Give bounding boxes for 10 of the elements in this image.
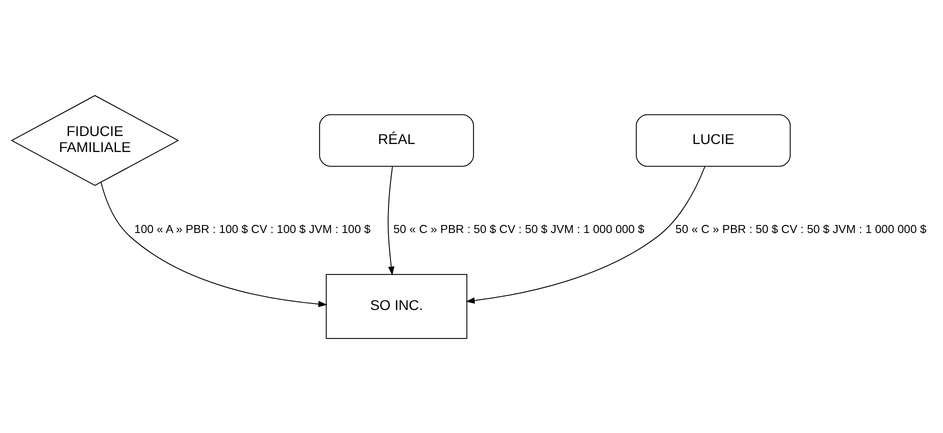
node-box: LUCIE [636,114,791,166]
node-box: SO INC. [326,273,468,338]
arrow [388,166,394,275]
edge-label: 100 « A » PBR : 100 $ CV : 100 $ JVM : 100 $ [134,223,371,236]
node-diamond: FIDUCIE FAMILIALE [10,94,180,186]
node-box: RÉAL [319,114,474,166]
edge-label: 50 « C » PBR : 50 $ CV : 50 $ JVM : 1 000 000 $ [675,223,926,236]
arrow [466,166,706,304]
edge-label: 50 « C » PBR : 50 $ CV : 50 $ JVM : 1 000 000 $ [393,223,644,236]
arrow [100,181,328,307]
